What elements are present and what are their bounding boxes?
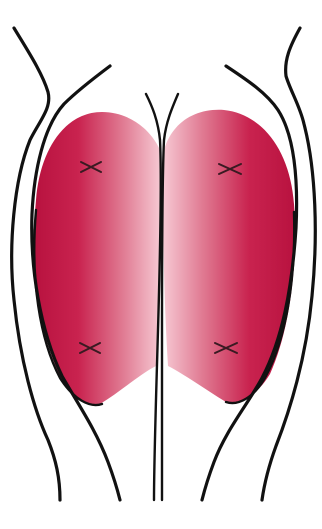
diagram-canvas [0,0,322,529]
buttock-injection-site-diagram [0,0,322,529]
